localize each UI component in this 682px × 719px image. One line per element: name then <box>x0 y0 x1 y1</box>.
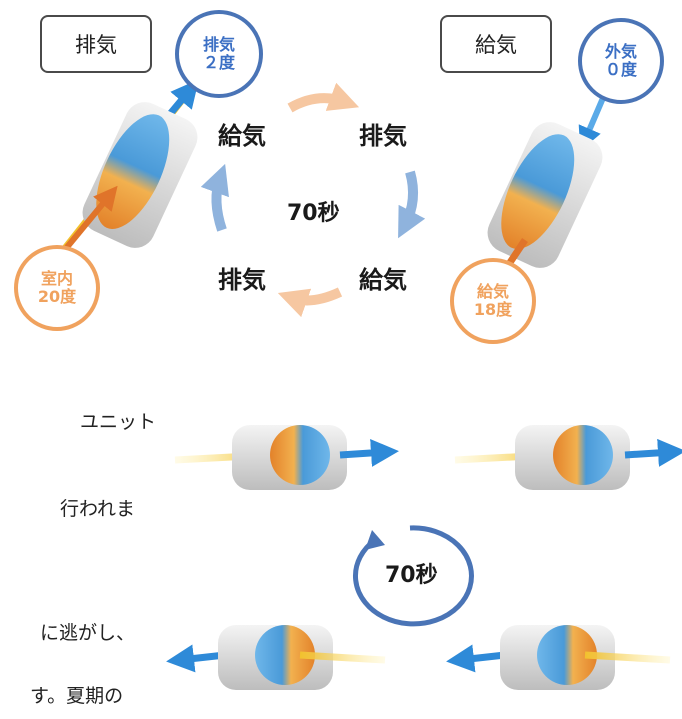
supply-temp-value: 18度 <box>473 300 513 319</box>
indoor-temp-label: 室内 <box>40 268 73 288</box>
cycle-bottom-left: 排気 <box>218 266 266 294</box>
outdoor-temp-circle: 外気 ０度 <box>578 18 664 104</box>
indoor-temp-circle: 室内 20度 <box>14 245 100 331</box>
text-fragment-4: す。夏期の <box>30 685 124 707</box>
cycle-arrows <box>200 82 426 318</box>
exhaust-temp-label: 排気 <box>202 34 235 54</box>
exhaust-box-label: 排気 <box>40 15 152 73</box>
supply-temp-label: 給気 <box>476 281 509 301</box>
lower-unit-1 <box>174 425 399 490</box>
supply-temp-circle: 給気 18度 <box>450 258 536 344</box>
lower-cycle-ring <box>352 525 474 627</box>
indoor-temp-value: 20度 <box>37 287 77 306</box>
outdoor-temp-value: ０度 <box>604 60 637 79</box>
supply-unit-right <box>487 68 618 297</box>
cycle-bottom-right: 給気 <box>359 266 407 294</box>
cycle-top-left: 給気 <box>218 122 266 150</box>
cycle-center: 70秒 <box>287 201 340 226</box>
lower-unit-4 <box>446 625 671 690</box>
cycle-top-right: 排気 <box>359 122 407 150</box>
text-fragment-1: ユニット <box>80 411 157 433</box>
exhaust-temp-value: ２度 <box>202 53 235 72</box>
text-fragment-2: 行われま <box>60 498 136 520</box>
outdoor-temp-label: 外気 <box>604 41 637 61</box>
supply-box-label: 給気 <box>440 15 552 73</box>
lower-cycle-label: 70秒 <box>385 563 438 588</box>
text-fragment-3: に逃がし、 <box>40 622 136 644</box>
lower-unit-2 <box>454 425 682 490</box>
lower-unit-3 <box>166 625 386 690</box>
exhaust-temp-circle: 排気 ２度 <box>175 10 263 98</box>
exhaust-unit-left <box>37 79 199 283</box>
